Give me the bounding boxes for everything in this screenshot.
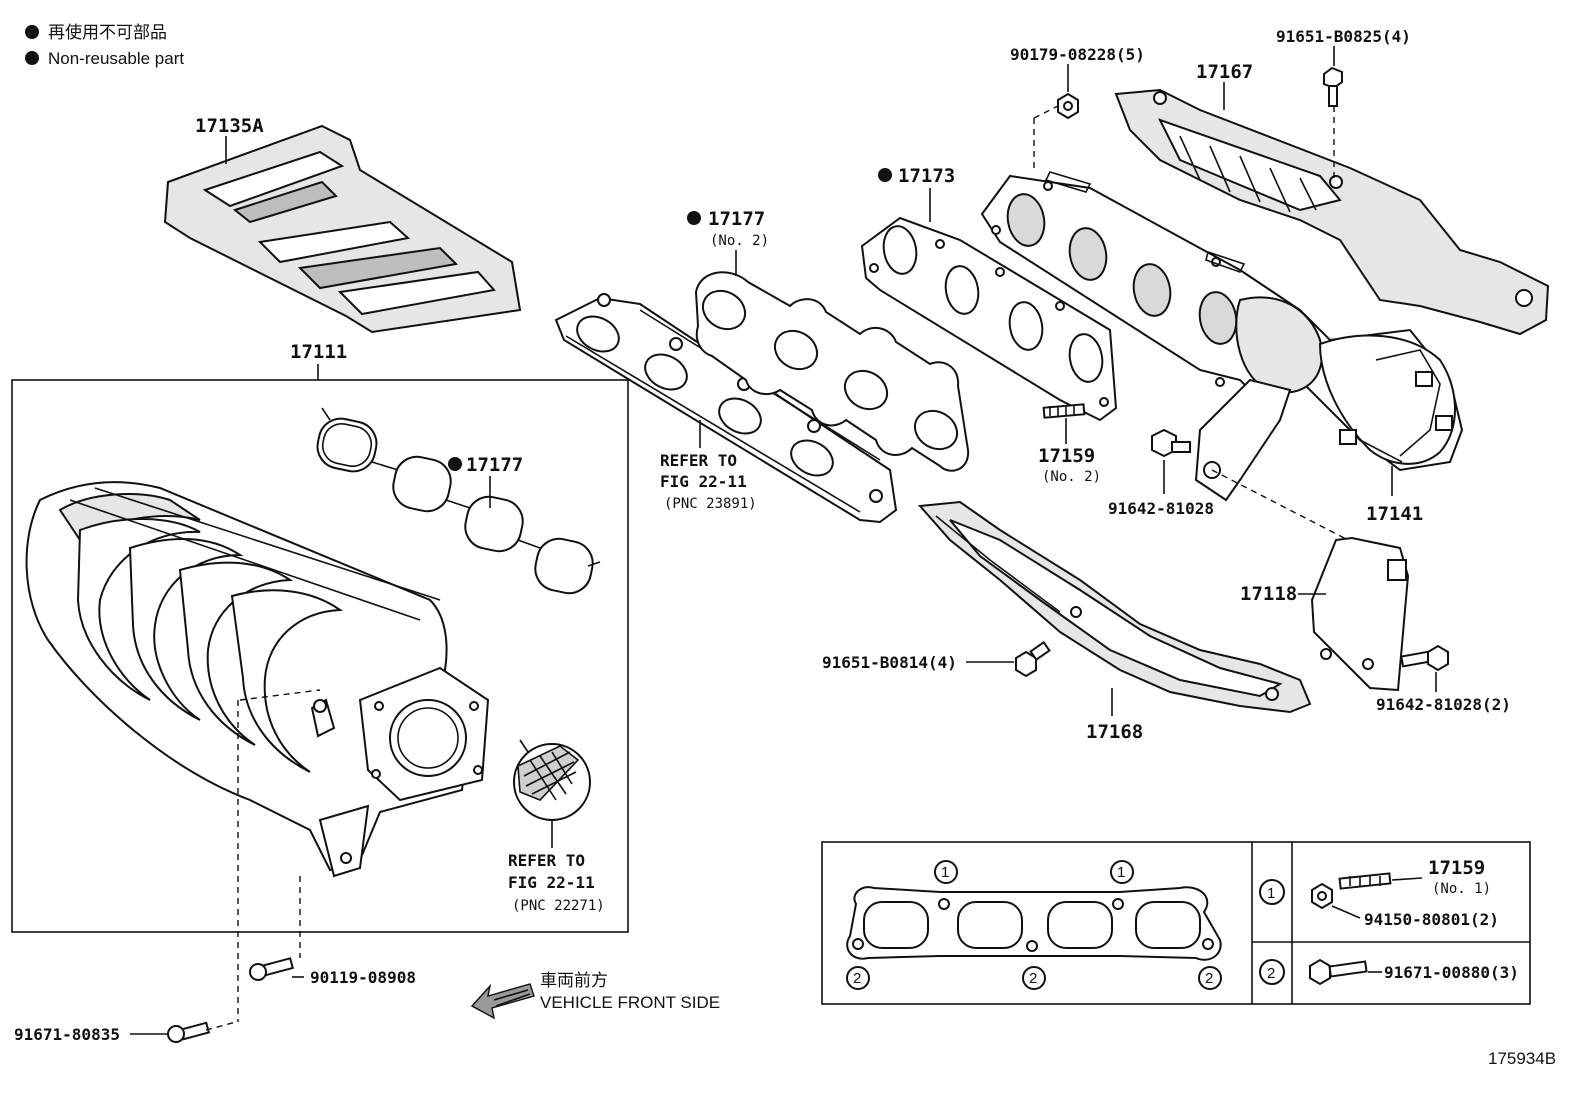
- ref1-line1: REFER TO: [660, 451, 737, 470]
- ref1-line2: FIG 22-11: [660, 472, 747, 491]
- bracket-17118-drawing: [1310, 536, 1410, 692]
- non-reusable-dot-icon: [878, 168, 892, 182]
- nut-90179-drawing: [1057, 92, 1079, 120]
- label-17173: 17173: [898, 165, 955, 187]
- marker-2: 2: [1029, 970, 1037, 987]
- ref1-line3: (PNC 23891): [664, 496, 757, 512]
- insulator-17168-drawing: [917, 500, 1312, 714]
- figure-code: 175934B: [1488, 1049, 1556, 1068]
- label-17177-no2: 17177: [708, 208, 765, 230]
- non-reusable-dot-icon: [448, 457, 462, 471]
- insulator-17135a-drawing: [163, 124, 522, 334]
- legend-en: Non-reusable part: [48, 49, 184, 68]
- label-91642-81028-2: 91642-81028(2): [1376, 695, 1511, 714]
- bolt-91651-b0814-drawing: [1015, 640, 1051, 678]
- label-17159-no2-sub: (No. 2): [1042, 469, 1101, 485]
- label-17167: 17167: [1196, 61, 1253, 83]
- label-17177-no2-sub: (No. 2): [710, 233, 769, 249]
- bolt-91651-b0825-drawing: [1323, 66, 1343, 107]
- non-reusable-dot-icon: [25, 25, 39, 39]
- label-91642-81028: 91642-81028: [1108, 499, 1214, 518]
- legend-jp: 再使用不可部品: [48, 22, 167, 42]
- label-17159-no1: 17159: [1428, 857, 1485, 879]
- ref2-line3: (PNC 22271): [512, 898, 605, 914]
- ref2-line1: REFER TO: [508, 851, 585, 870]
- label-90179: 90179-08228(5): [1010, 45, 1145, 64]
- non-reusable-dot-icon: [687, 211, 701, 225]
- gasket-17173-drawing: [860, 216, 1118, 422]
- label-17177-intake: 17177: [466, 454, 523, 476]
- label-17159-no1-sub: (No. 1): [1432, 881, 1491, 897]
- marker-2: 2: [853, 970, 861, 987]
- label-91651-b0825: 91651-B0825(4): [1276, 27, 1411, 46]
- marker-1: 1: [1267, 885, 1275, 902]
- intake-manifold-group-box: [11, 379, 629, 933]
- bolt-91671-80835-drawing: [167, 1021, 211, 1043]
- marker-1: 1: [1117, 864, 1125, 881]
- label-17135a: 17135A: [195, 115, 264, 137]
- intake-gasket-17177-drawing: [316, 407, 601, 595]
- direction-jp: 車両前方: [540, 971, 608, 990]
- label-17118: 17118: [1240, 583, 1297, 605]
- label-17141: 17141: [1366, 503, 1423, 525]
- label-17111: 17111: [290, 341, 347, 363]
- non-reusable-dot-icon: [25, 51, 39, 65]
- intake-side-gasket-ref-drawing: [554, 293, 898, 524]
- label-94150-80801: 94150-80801(2): [1364, 910, 1499, 929]
- marker-2: 2: [1267, 965, 1275, 982]
- ref2-line2: FIG 22-11: [508, 873, 595, 892]
- insulator-17167-drawing: [1114, 88, 1550, 336]
- stud-17159-no2-drawing: [1042, 403, 1086, 419]
- legend: 再使用不可部品 Non-reusable part: [25, 22, 184, 68]
- throttle-gasket-detail-drawing: [513, 739, 591, 848]
- bolt-91642-81028-drawing: [1151, 428, 1191, 458]
- label-91671-00880: 91671-00880(3): [1384, 963, 1519, 982]
- label-17159-no2: 17159: [1038, 445, 1095, 467]
- direction-en: VEHICLE FRONT SIDE: [540, 993, 720, 1012]
- bolt-91642-81028-2-drawing: [1400, 644, 1449, 672]
- marker-2: 2: [1205, 970, 1213, 987]
- label-90119: 90119-08908: [310, 968, 416, 987]
- gasket-17177-no2-drawing: [694, 271, 970, 472]
- vehicle-front-arrow-icon: [470, 983, 535, 1020]
- label-91651-b0814: 91651-B0814(4): [822, 653, 957, 672]
- marker-1: 1: [941, 864, 949, 881]
- stud-bolt-detail-box: 1 1 2 2 2 1 2: [821, 841, 1531, 1005]
- label-17168: 17168: [1086, 721, 1143, 743]
- bolt-90119-drawing: [249, 957, 295, 981]
- intake-manifold-17111-drawing: [25, 481, 490, 878]
- label-91671-80835: 91671-80835: [14, 1025, 120, 1044]
- exhaust-manifold-17141-drawing: [980, 171, 1464, 502]
